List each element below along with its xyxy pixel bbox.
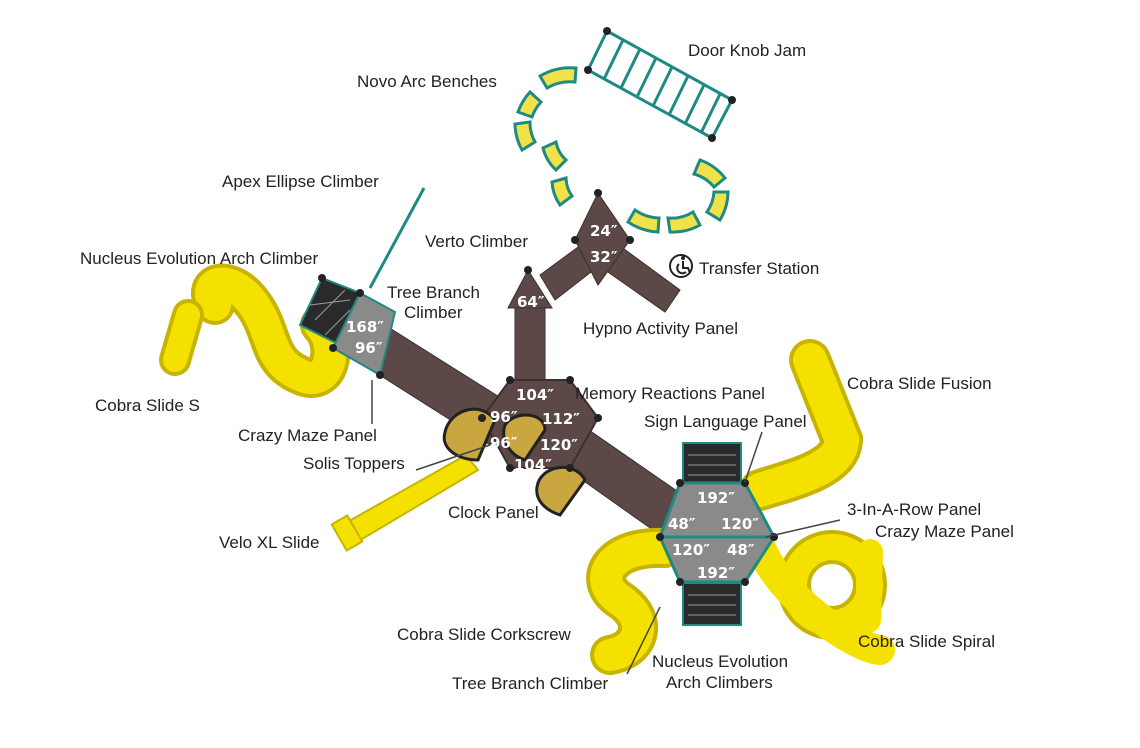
label-nucleus-evolution-arch-climbers-line1: Nucleus Evolution bbox=[652, 652, 788, 671]
label-crazy-maze-panel-left: Crazy Maze Panel bbox=[238, 426, 377, 445]
label-sign-language-panel: Sign Language Panel bbox=[644, 412, 807, 431]
deck-height-24: 24″ bbox=[590, 222, 618, 240]
door-knob-jam-posts bbox=[584, 27, 736, 142]
label-cobra-slide-corkscrew: Cobra Slide Corkscrew bbox=[397, 625, 572, 644]
label-3-in-a-row-panel: 3-In-A-Row Panel bbox=[847, 500, 981, 519]
label-cobra-slide-spiral: Cobra Slide Spiral bbox=[858, 632, 995, 651]
label-hypno-activity-panel: Hypno Activity Panel bbox=[583, 319, 738, 338]
deck-height-96-a: 96″ bbox=[490, 408, 518, 426]
deck-height-192-bottom: 192″ bbox=[697, 564, 735, 582]
cobra-slide-fusion bbox=[739, 339, 864, 511]
cobra-slide-spiral bbox=[745, 530, 895, 665]
label-nucleus-evolution-arch-climbers-line2: Arch Climbers bbox=[666, 673, 773, 692]
wheelchair-accessibility-icon bbox=[669, 254, 693, 278]
label-nucleus-evolution-arch-climber: Nucleus Evolution Arch Climber bbox=[80, 249, 318, 268]
label-clock-panel: Clock Panel bbox=[448, 503, 539, 522]
label-cobra-slide-s: Cobra Slide S bbox=[95, 396, 200, 415]
deck-height-120: 120″ bbox=[540, 436, 578, 454]
label-crazy-maze-panel-right: Crazy Maze Panel bbox=[875, 522, 1014, 541]
cobra-slide-s bbox=[159, 263, 351, 398]
deck-height-32: 32″ bbox=[590, 248, 618, 266]
deck-height-96-b: 96″ bbox=[490, 434, 518, 452]
label-cobra-slide-fusion: Cobra Slide Fusion bbox=[847, 374, 992, 393]
leader-lines bbox=[371, 380, 841, 675]
label-transfer-station: Transfer Station bbox=[699, 259, 819, 278]
deck-height-120-left: 120″ bbox=[672, 541, 710, 559]
label-velo-xl-slide: Velo XL Slide bbox=[219, 533, 320, 552]
deck-height-48-right: 48″ bbox=[727, 541, 755, 559]
door-knob-jam bbox=[586, 29, 734, 140]
deck-height-104-bottom: 104″ bbox=[514, 456, 552, 474]
deck-height-120-right: 120″ bbox=[721, 515, 759, 533]
label-memory-reactions-panel: Memory Reactions Panel bbox=[575, 384, 765, 403]
deck-height-64: 64″ bbox=[517, 293, 545, 311]
label-door-knob-jam: Door Knob Jam bbox=[688, 41, 806, 60]
deck-height-96: 96″ bbox=[355, 339, 383, 357]
label-tree-branch-climber-top-line1: Tree Branch bbox=[387, 283, 480, 302]
deck-height-168: 168″ bbox=[346, 318, 384, 336]
deck-height-48-left: 48″ bbox=[668, 515, 696, 533]
label-solis-toppers: Solis Toppers bbox=[303, 454, 405, 473]
label-verto-climber: Verto Climber bbox=[425, 232, 528, 251]
deck-height-192-top: 192″ bbox=[697, 489, 735, 507]
cobra-slide-corkscrew bbox=[586, 527, 685, 675]
label-tree-branch-climber-top-line2: Climber bbox=[404, 303, 463, 322]
label-apex-ellipse-climber: Apex Ellipse Climber bbox=[222, 172, 379, 191]
novo-arc-benches bbox=[513, 66, 730, 234]
label-tree-branch-climber-bottom: Tree Branch Climber bbox=[452, 674, 609, 693]
nucleus-evolution-arch-climbers-right bbox=[682, 442, 742, 626]
deck-height-112: 112″ bbox=[542, 410, 580, 428]
apex-ellipse-climber bbox=[368, 187, 426, 289]
label-novo-arc-benches: Novo Arc Benches bbox=[357, 72, 497, 91]
deck-height-104-top: 104″ bbox=[516, 386, 554, 404]
velo-xl-slide bbox=[330, 453, 480, 552]
